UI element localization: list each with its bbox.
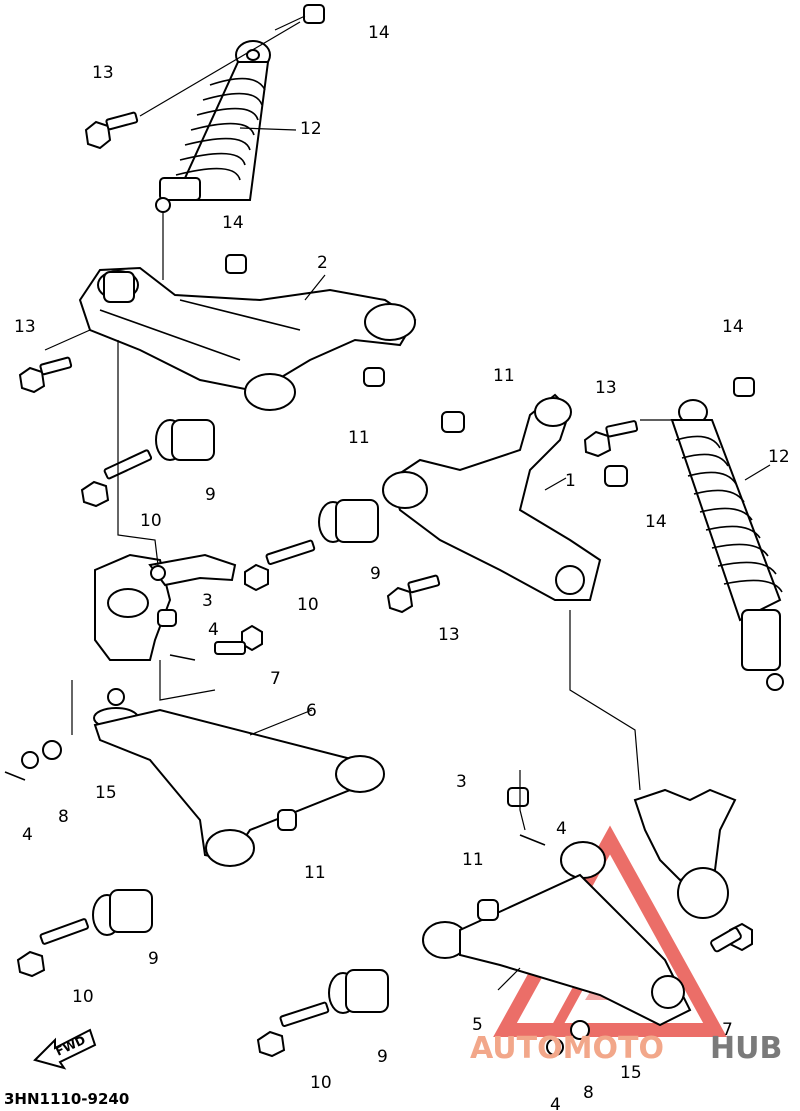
ref-label: 10 bbox=[140, 511, 162, 531]
ref-label: 9 bbox=[377, 1047, 388, 1067]
ref-label: 6 bbox=[306, 701, 317, 721]
upper-arm-left bbox=[78, 266, 417, 411]
nut-14-right-shock bbox=[733, 377, 755, 397]
bushing-9-right-lower bbox=[328, 969, 389, 1014]
ref-label: 8 bbox=[58, 807, 69, 827]
ref-label: 5 bbox=[472, 1015, 483, 1035]
bushing-9-right bbox=[318, 499, 379, 543]
ref-label: 10 bbox=[310, 1073, 332, 1093]
bushing-lower-left bbox=[92, 889, 153, 936]
watermark-part1: AUTOMOTO bbox=[470, 1031, 664, 1066]
lower-arm-right bbox=[422, 841, 692, 1027]
upper-arm-right bbox=[382, 393, 602, 601]
ref-label: 7 bbox=[270, 669, 281, 689]
nut-11-right-lower bbox=[477, 899, 499, 921]
ref-label: 1 bbox=[565, 471, 576, 491]
ref-label: 4 bbox=[22, 825, 33, 845]
washer-15-right bbox=[570, 1020, 590, 1040]
nut-11-lower bbox=[277, 809, 297, 831]
bolt-7-right bbox=[710, 922, 753, 953]
bolt-10-right-lower bbox=[256, 1001, 330, 1058]
ref-label: 4 bbox=[208, 620, 219, 640]
ref-label: 13 bbox=[14, 317, 36, 337]
ref-label: 9 bbox=[148, 949, 159, 969]
ref-label: 12 bbox=[768, 447, 790, 467]
nut-upper-arm bbox=[225, 254, 247, 274]
nut-bushing-11 bbox=[363, 367, 385, 387]
ref-label: 3 bbox=[456, 772, 467, 792]
cotter-pin-left bbox=[169, 654, 196, 661]
ref-label: 13 bbox=[595, 378, 617, 398]
cotter-pin-4-left bbox=[4, 771, 26, 781]
nut-3-right bbox=[507, 787, 529, 807]
ref-label: 15 bbox=[95, 783, 117, 803]
knuckle-right bbox=[633, 788, 737, 919]
ref-label: 14 bbox=[722, 317, 744, 337]
nut-8-left bbox=[21, 751, 39, 769]
reference-labels: 14 13 12 14 2 13 11 9 10 11 14 13 12 1 1… bbox=[14, 23, 790, 1111]
bolt-upper-arm bbox=[18, 356, 73, 394]
ref-label: 14 bbox=[368, 23, 390, 43]
ref-label: 10 bbox=[72, 987, 94, 1007]
bolt-13-right-shock bbox=[583, 420, 639, 458]
ref-label: 9 bbox=[205, 485, 216, 505]
bolt-10-lower-left bbox=[16, 918, 89, 978]
ref-label: 8 bbox=[583, 1083, 594, 1103]
ref-label: 4 bbox=[550, 1095, 561, 1111]
ref-label: 11 bbox=[462, 850, 484, 870]
knuckle-left bbox=[94, 553, 237, 661]
washer-15-left bbox=[42, 740, 62, 760]
ref-label: 4 bbox=[556, 819, 567, 839]
ref-label: 12 bbox=[300, 119, 322, 139]
watermark-text: AUTOMOTO HUB bbox=[470, 1031, 782, 1066]
nut-11-right-top bbox=[441, 411, 465, 433]
fwd-arrow-icon: FWD bbox=[33, 1028, 97, 1070]
cotter-pin-4-right bbox=[519, 834, 546, 846]
diagram-code: 3HN1110-9240 bbox=[4, 1090, 129, 1108]
ref-label: 13 bbox=[92, 63, 114, 83]
ref-label: 9 bbox=[370, 564, 381, 584]
ref-label: 11 bbox=[304, 863, 326, 883]
ref-label: 7 bbox=[722, 1020, 733, 1040]
bushing-upper bbox=[155, 419, 215, 461]
ref-label: 2 bbox=[317, 253, 328, 273]
nut-3-left bbox=[157, 609, 177, 627]
bolt-13-right-low bbox=[386, 574, 441, 614]
ref-label: 11 bbox=[493, 366, 515, 386]
lower-arm-left bbox=[93, 688, 385, 867]
watermark-part2: HUB bbox=[710, 1031, 782, 1066]
shock-absorber-right bbox=[670, 399, 784, 691]
nut-14-right bbox=[604, 465, 628, 487]
shock-absorber-upper bbox=[155, 40, 271, 213]
ref-label: 11 bbox=[348, 428, 370, 448]
ref-label: 3 bbox=[202, 591, 213, 611]
leader-lines bbox=[44, 15, 771, 991]
nut-8-right bbox=[546, 1038, 564, 1056]
nut-upper-shock bbox=[303, 4, 325, 24]
bolt-7-left bbox=[214, 624, 263, 655]
ref-label: 14 bbox=[645, 512, 667, 532]
bolt-10-left-mid bbox=[244, 539, 316, 592]
ref-label: 10 bbox=[297, 595, 319, 615]
ref-label: 14 bbox=[222, 213, 244, 233]
bolt-upper-shock bbox=[84, 111, 139, 150]
ref-label: 13 bbox=[438, 625, 460, 645]
bolt-10-upper bbox=[80, 449, 153, 508]
ref-label: 15 bbox=[620, 1063, 642, 1083]
